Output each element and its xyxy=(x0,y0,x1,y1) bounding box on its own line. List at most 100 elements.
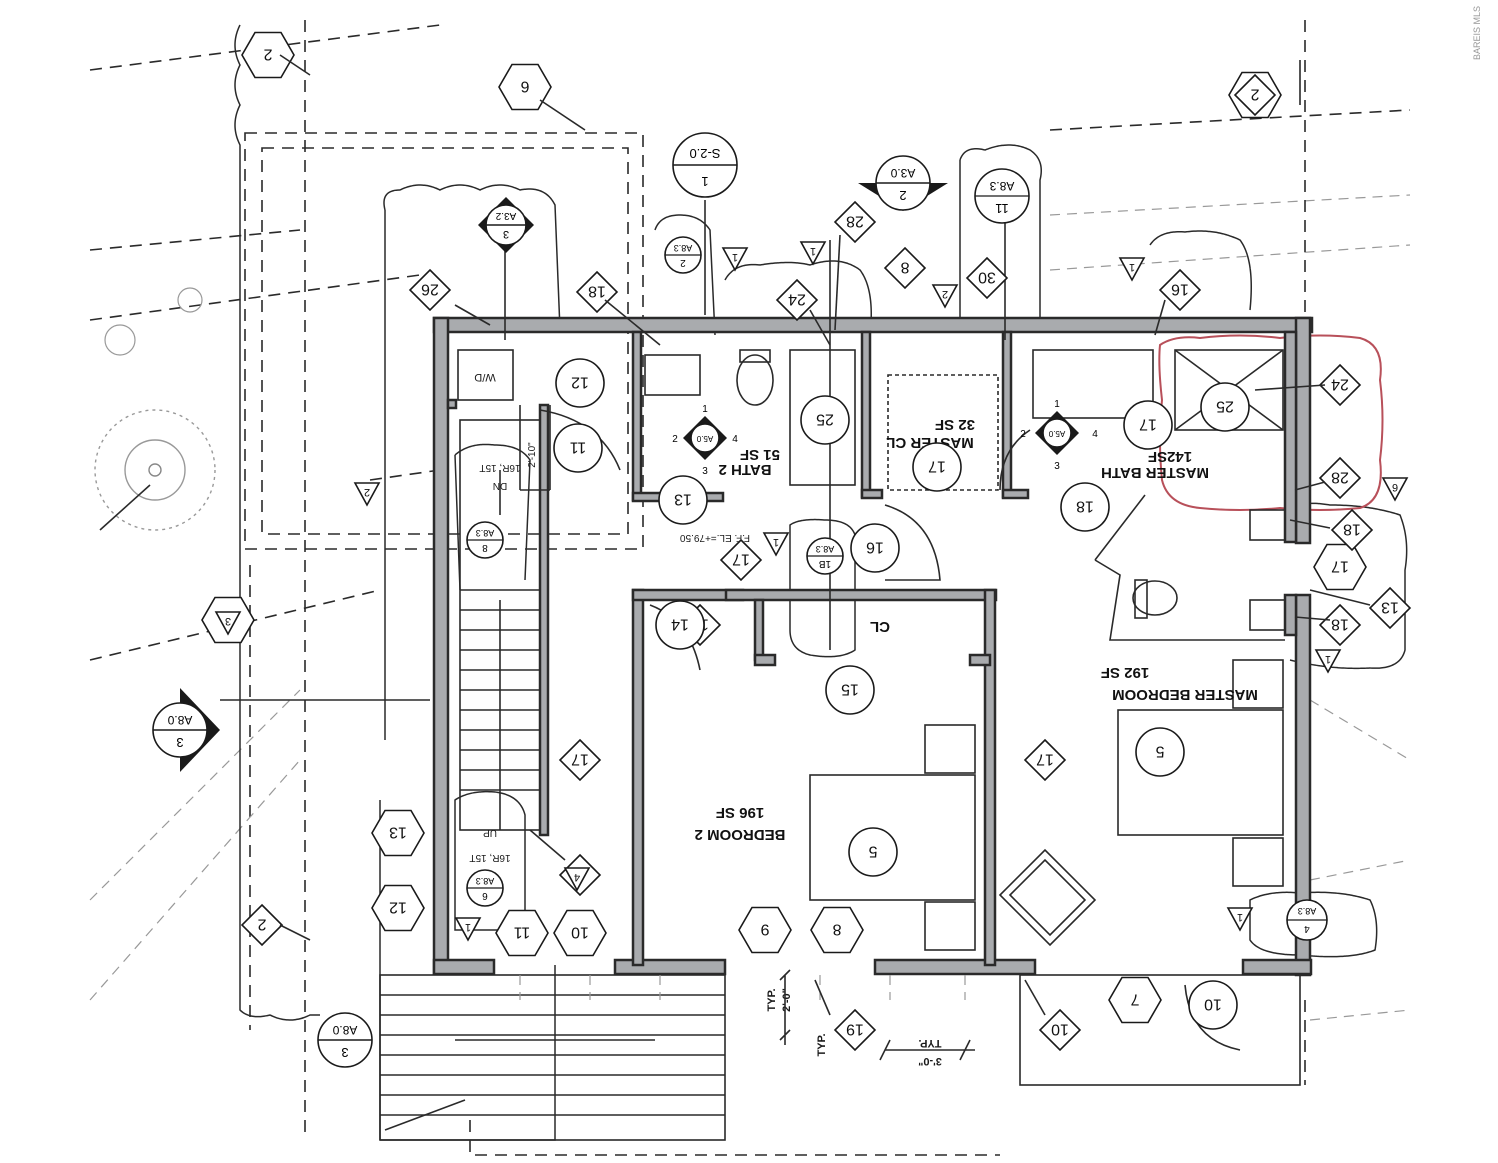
triangle-tag: 1 xyxy=(1226,907,1254,932)
svg-text:1: 1 xyxy=(1237,911,1243,923)
detail-sheet: A8.3 xyxy=(816,544,835,554)
bedroom-2-name: BEDROOM 2 xyxy=(695,826,786,843)
svg-text:28: 28 xyxy=(846,212,864,229)
master-cl-area: 32 SF xyxy=(935,416,975,433)
diamond-tag: 28 xyxy=(1318,456,1362,500)
svg-text:14: 14 xyxy=(671,615,689,632)
interior-walls xyxy=(446,330,1298,967)
circle-tag: 11 xyxy=(553,423,603,473)
triangle-tag: 1 xyxy=(799,241,827,266)
diamond-tag: 16 xyxy=(1158,268,1202,312)
svg-text:10: 10 xyxy=(571,923,589,940)
svg-text:10: 10 xyxy=(1204,995,1222,1012)
detail-num: 4 xyxy=(1304,923,1310,934)
detail-bubble: 4 A8.3 xyxy=(1286,899,1328,941)
room-labels: MASTER BEDROOM 192 SF BEDROOM 2 196 SF B… xyxy=(474,371,1258,843)
diamond-tag: 28 xyxy=(833,200,877,244)
circle-tag: 13 xyxy=(658,475,708,525)
elevation-sheet: A5.0 xyxy=(1048,429,1065,438)
ff-elevation-label: F.F. EL.=+79.50 xyxy=(680,532,750,543)
bath-2-name: BATH 2 xyxy=(718,461,771,478)
elevation-n4: 4 xyxy=(732,434,738,445)
bath-2-area: 51 SF xyxy=(740,446,780,463)
master-bath-area: 142SF xyxy=(1148,448,1192,465)
svg-text:1: 1 xyxy=(773,536,779,548)
hexagon-tag: 2 xyxy=(241,31,295,79)
svg-text:18: 18 xyxy=(1343,520,1361,537)
stair-down-direction: DN xyxy=(493,480,507,491)
bedroom-2-area: 196 SF xyxy=(716,804,764,821)
section-sheet: A3.2 xyxy=(495,210,516,221)
elevation-n4: 4 xyxy=(1092,429,1098,440)
section-num: 3 xyxy=(503,228,509,240)
svg-text:1: 1 xyxy=(1325,653,1331,665)
master-bedroom-name: MASTER BEDROOM xyxy=(1112,686,1258,703)
svg-text:18: 18 xyxy=(588,282,606,299)
circle-tag: 10 xyxy=(1188,980,1238,1030)
svg-text:5: 5 xyxy=(868,842,877,859)
section-marker: 3 A3.2 xyxy=(478,197,534,253)
svg-text:1: 1 xyxy=(732,251,738,263)
diamond-tag: 24 xyxy=(775,278,819,322)
stairs xyxy=(459,405,551,831)
revision-clouds xyxy=(234,24,1408,1141)
svg-text:5: 5 xyxy=(1155,742,1164,759)
section-sheet: A8.0 xyxy=(167,713,192,727)
svg-text:1: 1 xyxy=(1129,261,1135,273)
svg-text:1: 1 xyxy=(810,245,816,257)
elevation-n1: 1 xyxy=(702,404,708,415)
stair-down-label: 16R, 15T xyxy=(479,462,520,473)
detail-sheet: S-2.0 xyxy=(689,146,720,161)
triangle-tag: 6 xyxy=(1381,477,1409,502)
svg-text:30: 30 xyxy=(978,268,996,285)
elevation-n2: 2 xyxy=(672,434,678,445)
diamond-tags: 18262883016241717174242818131819101422 xyxy=(240,73,1412,1052)
detail-bubble: 11 A8.3 xyxy=(974,168,1030,224)
svg-text:6: 6 xyxy=(520,77,529,94)
svg-text:2: 2 xyxy=(942,288,948,300)
svg-text:2: 2 xyxy=(263,45,272,62)
svg-text:2: 2 xyxy=(364,486,370,498)
master-bath-name: MASTER BATH xyxy=(1101,464,1209,481)
diamond-tag: 17 xyxy=(1023,738,1067,782)
svg-text:26: 26 xyxy=(421,280,439,297)
closet-name: CL xyxy=(870,618,890,635)
deck xyxy=(379,974,1301,1141)
triangle-tag: 1 xyxy=(762,532,790,557)
section-marker: 3 A8.0 xyxy=(152,688,220,772)
svg-text:3: 3 xyxy=(225,615,231,627)
svg-text:9: 9 xyxy=(760,920,769,937)
interior-elevation-marker: A5.0 1 2 3 4 xyxy=(672,404,738,477)
svg-text:12: 12 xyxy=(571,373,589,390)
section-num: 3 xyxy=(341,1045,348,1060)
svg-text:6: 6 xyxy=(1392,481,1398,493)
hexagon-tag: 17 xyxy=(1313,543,1367,591)
interior-elevation-marker: A5.0 1 2 3 4 xyxy=(1020,399,1098,472)
stair-up-label: 16R, 15T xyxy=(469,852,510,863)
svg-text:11: 11 xyxy=(514,923,531,940)
detail-sheet: A8.3 xyxy=(476,876,495,886)
stair-up-direction: UP xyxy=(483,827,497,838)
triangle-tag: 2 xyxy=(931,284,959,309)
svg-text:12: 12 xyxy=(389,898,407,915)
detail-sheet: A8.3 xyxy=(989,179,1014,193)
circle-tag: 25 xyxy=(1200,382,1250,432)
circle-tag: 25 xyxy=(800,395,850,445)
svg-text:8: 8 xyxy=(900,258,909,275)
circle-tag: 17 xyxy=(1123,400,1173,450)
hexagon-tag: 11 xyxy=(495,909,549,957)
detail-bubble: 8 A8.3 xyxy=(466,521,504,559)
triangle-tag: 1 xyxy=(1314,649,1342,674)
diamond-tag: 30 xyxy=(965,256,1009,300)
svg-text:17: 17 xyxy=(1139,415,1157,432)
detail-num: 11 xyxy=(995,201,1009,216)
detail-num: 8 xyxy=(482,542,488,553)
hexagon-tag: 13 xyxy=(371,809,425,857)
svg-text:17: 17 xyxy=(1036,750,1054,767)
fixtures xyxy=(457,349,1286,951)
svg-text:2: 2 xyxy=(257,915,266,932)
diamond-tag: 24 xyxy=(1318,363,1362,407)
triangle-tag: 1 xyxy=(454,917,482,942)
